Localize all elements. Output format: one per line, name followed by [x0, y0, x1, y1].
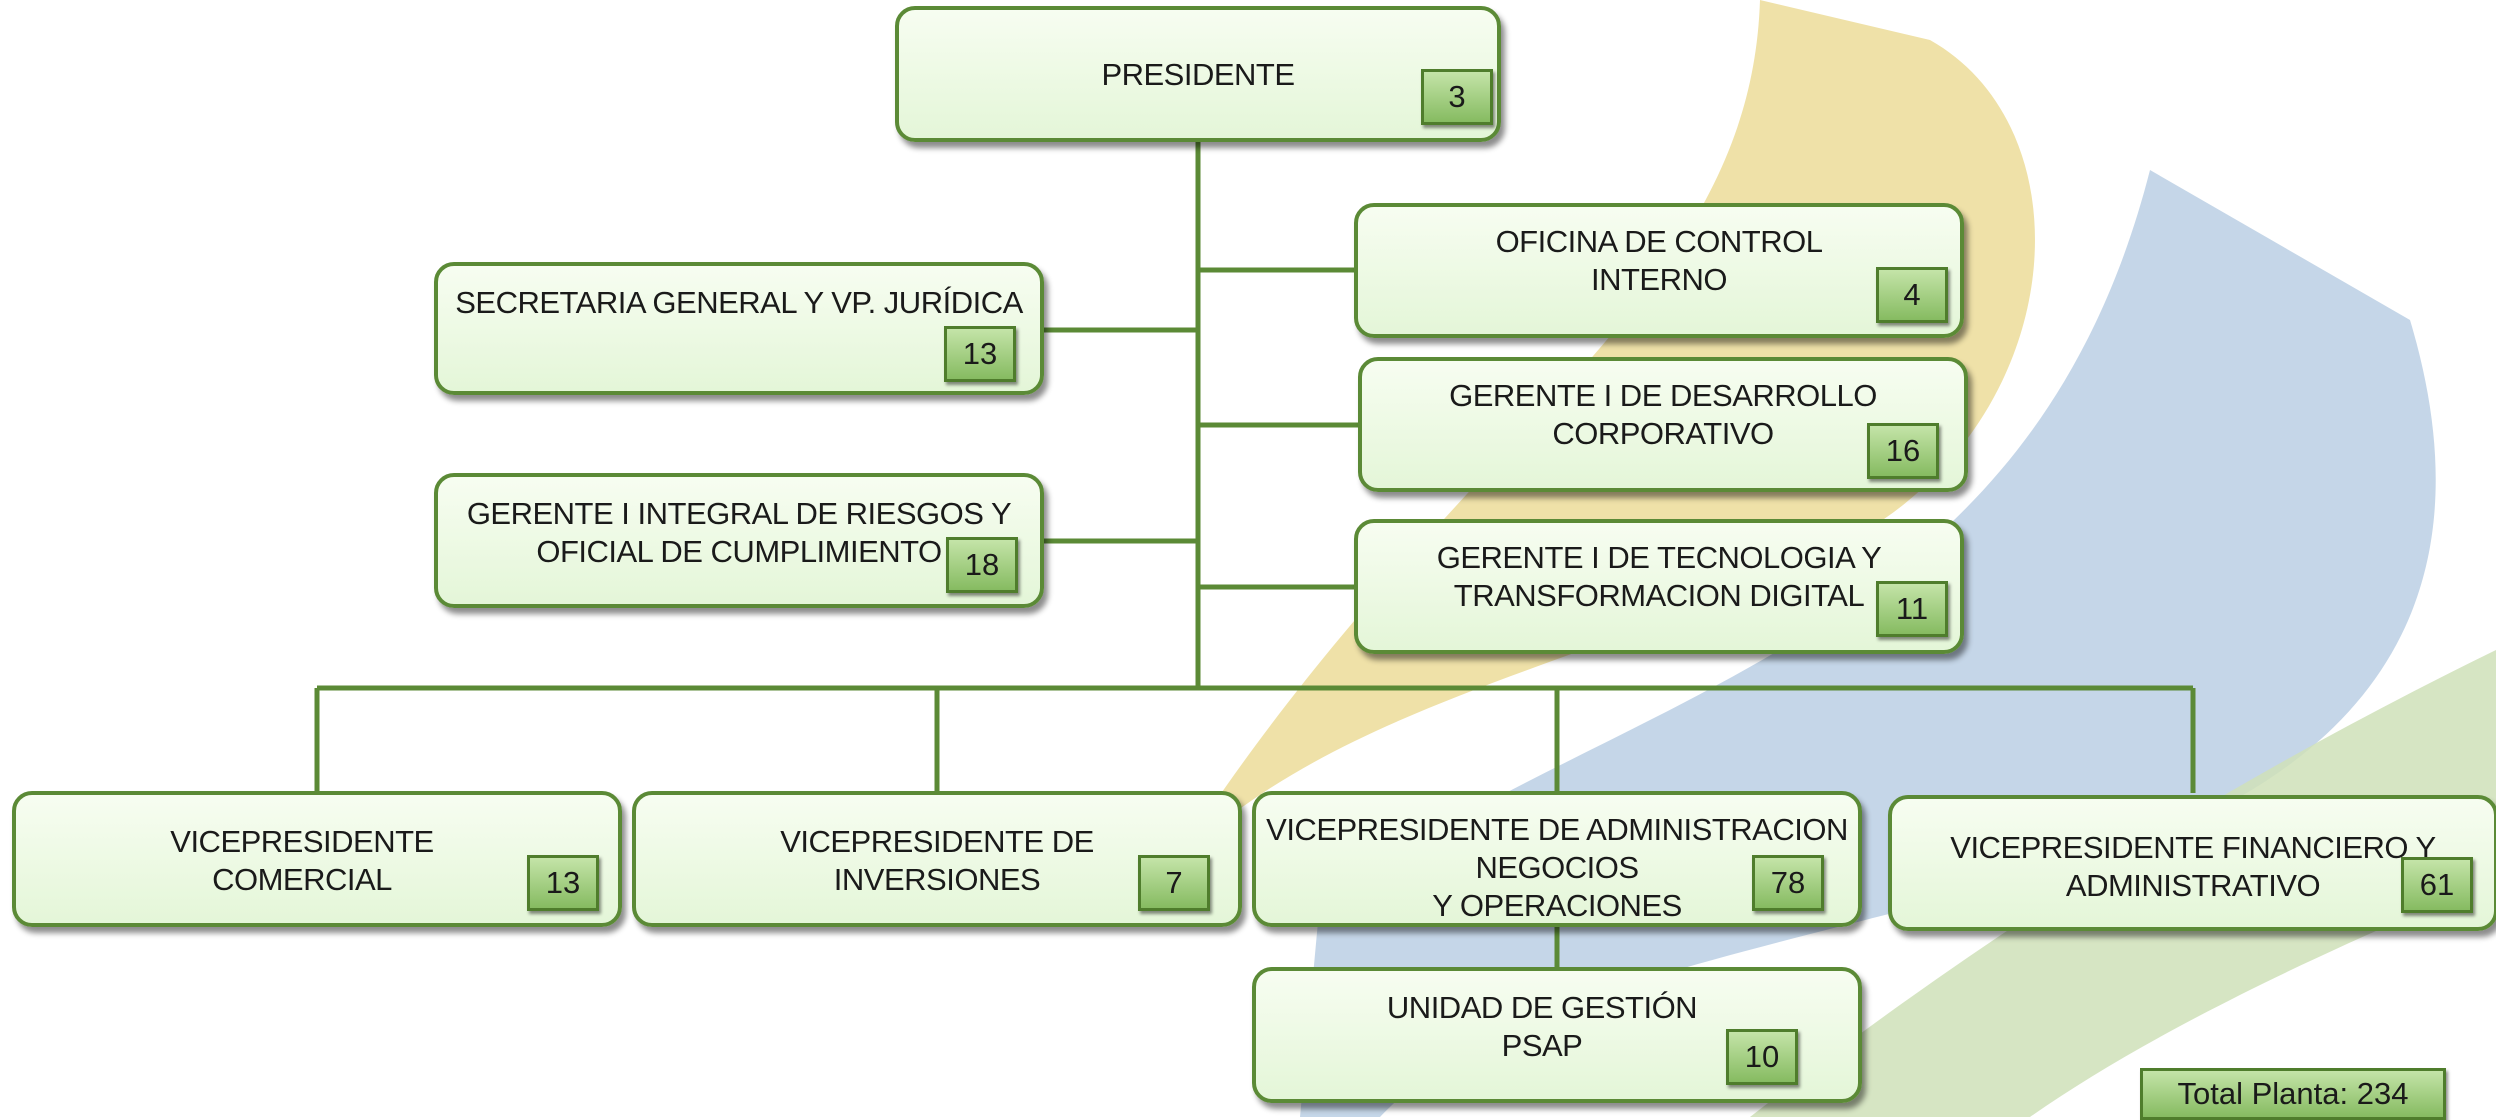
node-label: GERENTE I DE DESARROLLO CORPORATIVO [1449, 378, 1877, 451]
node-tecnologia: GERENTE I DE TECNOLOGIA Y TRANSFORMACION… [1354, 519, 1964, 654]
count-badge: 3 [1421, 69, 1493, 125]
count-badge: 10 [1726, 1029, 1798, 1085]
node-label: GERENTE I INTEGRAL DE RIESGOS Y OFICIAL … [466, 496, 1012, 569]
node-control-interno: OFICINA DE CONTROL INTERNO 4 [1354, 203, 1964, 338]
node-presidente: PRESIDENTE 3 [895, 6, 1501, 142]
count-badge: 7 [1138, 855, 1210, 911]
count-badge: 18 [946, 537, 1018, 593]
node-label: OFICINA DE CONTROL INTERNO [1495, 224, 1823, 297]
count-badge: 13 [944, 326, 1016, 382]
count-badge: 13 [527, 855, 599, 911]
node-desarrollo-corporativo: GERENTE I DE DESARROLLO CORPORATIVO 16 [1358, 357, 1968, 492]
node-label: GERENTE I DE TECNOLOGIA Y TRANSFORMACION… [1436, 540, 1882, 613]
node-vp-financiero: VICEPRESIDENTE FINANCIERO Y ADMINISTRATI… [1888, 795, 2496, 931]
count-badge: 16 [1867, 423, 1939, 479]
node-vp-comercial: VICEPRESIDENTE COMERCIAL 13 [12, 791, 622, 927]
node-label: VICEPRESIDENTE FINANCIERO Y ADMINISTRATI… [1950, 830, 2436, 903]
node-label: UNIDAD DE GESTIÓN PSAP [1386, 990, 1698, 1063]
node-riesgos-cumplimiento: GERENTE I INTEGRAL DE RIESGOS Y OFICIAL … [434, 473, 1044, 608]
node-vp-administracion: VICEPRESIDENTE DE ADMINISTRACION NEGOCIO… [1252, 791, 1862, 927]
node-unidad-psap: UNIDAD DE GESTIÓN PSAP 10 [1252, 967, 1862, 1103]
node-label: VICEPRESIDENTE DE ADMINISTRACION NEGOCIO… [1266, 812, 1848, 923]
count-badge: 11 [1876, 581, 1948, 637]
node-label: VICEPRESIDENTE DE INVERSIONES [780, 824, 1094, 897]
total-planta-badge: Total Planta: 234 [2140, 1068, 2446, 1120]
node-label: VICEPRESIDENTE COMERCIAL [170, 824, 434, 897]
count-badge: 78 [1752, 855, 1824, 911]
node-vp-inversiones: VICEPRESIDENTE DE INVERSIONES 7 [632, 791, 1242, 927]
node-secretaria-general: SECRETARIA GENERAL Y VP. JURÍDICA 13 [434, 262, 1044, 395]
count-badge: 4 [1876, 267, 1948, 323]
node-label: SECRETARIA GENERAL Y VP. JURÍDICA [455, 285, 1023, 320]
node-label: PRESIDENTE [1101, 57, 1295, 92]
count-badge: 61 [2401, 857, 2473, 913]
